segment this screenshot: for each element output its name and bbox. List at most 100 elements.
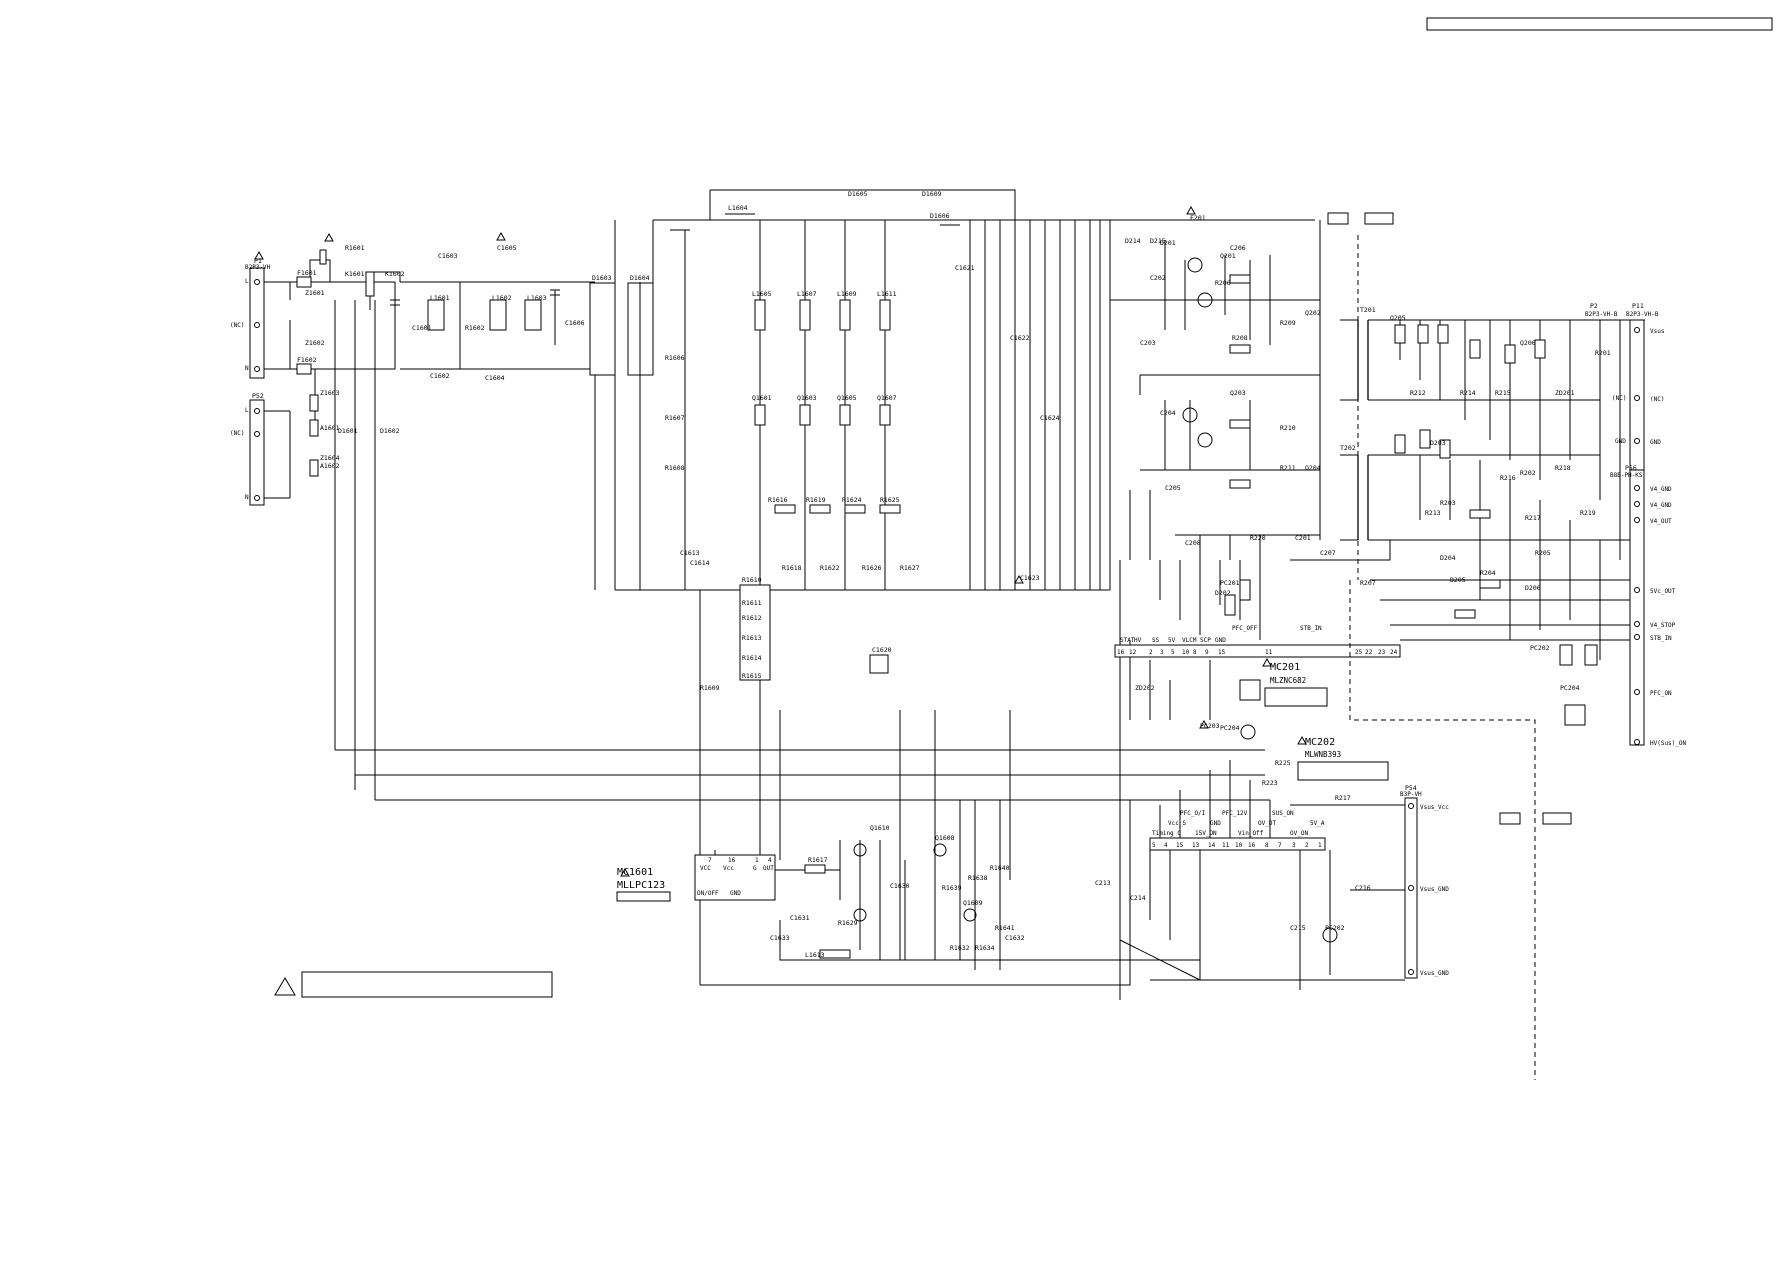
component-ref-label: R1634 (975, 944, 995, 952)
mc201-name: MC201 (1270, 662, 1300, 673)
pfc-column-labels: L1605 L1607 L1609 L1611 Q1601 Q1603 Q160… (665, 264, 1060, 692)
component-ref-label: Vcc_S (1168, 820, 1186, 827)
component-ref-label: R217 (1335, 794, 1351, 802)
component-ref-label: R209 (1280, 319, 1296, 327)
component-ref-label: C1621 (955, 264, 975, 272)
component-ref-label: Q1608 (935, 834, 955, 842)
component-ref-label: Vcc (723, 865, 734, 872)
component-ref-label: C1605 (497, 244, 517, 252)
component-ref-label: R201 (1595, 349, 1611, 357)
component-ref-label: D203 (1430, 439, 1446, 447)
p52-pin-n: N (245, 494, 249, 501)
component-ref-label: D1605 (848, 190, 868, 198)
component-ref-label: R1608 (665, 464, 685, 472)
component-ref-label: C1620 (872, 646, 892, 654)
pin-v4-stop: V4_STOP (1650, 622, 1676, 629)
component-ref-label: R212 (1410, 389, 1426, 397)
p2-pin-nc: (NC) (1612, 395, 1626, 402)
component-ref-label: A1602 (320, 462, 340, 470)
component-ref-label: 22 (1365, 649, 1373, 656)
component-ref-label: 13 (1192, 842, 1200, 849)
right-pin-labels: Vsus (NC) GND V4_GND V4_GND V4_OUT 5Vc_O… (1650, 328, 1687, 747)
component-ref-label: R1617 (808, 856, 828, 864)
connector-p2-p11: P2 B2P3-VH-B P11 B2P3-VH-B (NC) GND (1585, 302, 1659, 471)
top-bus-labels: L1604 D1605 D1609 D1606 F201 D214 D215 (728, 190, 1206, 245)
component-ref-label: 7 (1278, 842, 1282, 849)
p2-pin-gnd: GND (1615, 438, 1626, 445)
component-ref-label: R1602 (465, 324, 485, 332)
component-ref-label: C1606 (565, 319, 585, 327)
component-ref-label: 10 (1182, 649, 1190, 656)
p52-pin-l: L (245, 407, 249, 414)
component-ref-label: R1638 (968, 874, 988, 882)
component-ref-label: C214 (1130, 894, 1146, 902)
pin-gnd: GND (1650, 439, 1661, 446)
component-ref-label: C208 (1185, 539, 1201, 547)
component-ref-label: Q203 (1230, 389, 1246, 397)
label-box-3 (1499, 812, 1521, 825)
component-ref-label: Z1602 (305, 339, 325, 347)
component-ref-label: R1640 (990, 864, 1010, 872)
input-component-symbols (296, 249, 654, 590)
component-ref-label: L1603 (527, 294, 547, 302)
component-ref-label: C1601 (412, 324, 432, 332)
component-ref-label: R208 (1232, 334, 1248, 342)
component-ref-label: 2 (1149, 649, 1153, 656)
component-ref-label: Q1603 (797, 394, 817, 402)
component-ref-label: R1619 (806, 496, 826, 504)
warning-triangle-icon (1199, 719, 1209, 729)
component-ref-label: R1610 (742, 576, 762, 584)
component-ref-label: R1606 (665, 354, 685, 362)
mc202-area-labels: C213 C214 C215 C216 R217 R225 R223 PC202… (1095, 724, 1371, 943)
component-ref-label: ZD202 (1135, 684, 1155, 692)
component-ref-label: D1603 (592, 274, 612, 282)
pin-v4-gnd-1: V4_GND (1650, 486, 1672, 493)
mc1601-part: MLLPC123 (617, 880, 665, 891)
header-title-box (1426, 17, 1773, 31)
component-ref-label: F201 (1190, 214, 1206, 222)
component-ref-label: R215 (1495, 389, 1511, 397)
mc201-label-box (1264, 687, 1328, 707)
mc202-label-box (1297, 761, 1389, 781)
mc202-ic: 5 4 15 13 14 11 10 16 8 7 3 2 1 Timing C… (1149, 737, 1389, 851)
component-ref-label: C201 (1295, 534, 1311, 542)
component-ref-label: Q1607 (877, 394, 897, 402)
component-ref-label: P56 (1625, 464, 1637, 472)
component-ref-label: L1609 (837, 290, 857, 298)
isolation-boundary-line-lower (1349, 580, 1536, 1080)
component-ref-label: L1604 (728, 204, 748, 212)
warning-markers (254, 205, 1307, 877)
component-ref-label: L1613 (805, 951, 825, 959)
component-ref-label: R220 (1250, 534, 1266, 542)
warning-triangle-icon (274, 977, 296, 996)
component-ref-label: R218 (1555, 464, 1571, 472)
warning-triangle-icon (1297, 735, 1307, 745)
component-ref-label: 5 (1152, 842, 1156, 849)
component-ref-label: PC202 (1530, 644, 1550, 652)
component-ref-label: C207 (1320, 549, 1336, 557)
label-box-4 (1542, 812, 1572, 825)
mc1601-label-box (616, 891, 671, 902)
component-ref-label: 15V_ON (1195, 830, 1217, 837)
component-ref-label: VCC (700, 865, 711, 872)
component-ref-label: R204 (1480, 569, 1496, 577)
component-ref-label: D1604 (630, 274, 650, 282)
component-ref-label: OUT (763, 865, 774, 872)
component-ref-label: 11 (1265, 649, 1273, 656)
component-ref-label: 9 (1205, 649, 1209, 656)
component-ref-label: 15 (1218, 649, 1226, 656)
mc201-part: MLZNC682 (1270, 676, 1306, 685)
pin-v4-gnd-2: V4_GND (1650, 502, 1672, 509)
component-ref-label: R1641 (995, 924, 1015, 932)
component-ref-label: K1602 (385, 270, 405, 278)
component-ref-label: B2P3-VH-B (1626, 311, 1659, 318)
component-ref-label: Q201 (1220, 252, 1236, 260)
component-ref-label: R1615 (742, 672, 762, 680)
component-ref-label: SUS_ON (1272, 810, 1294, 817)
component-ref-label: R206 (1215, 279, 1231, 287)
p54-pin-vsus-gnd-1: Vsus_GND (1420, 886, 1449, 893)
component-ref-label: F1602 (297, 356, 317, 364)
component-ref-label: R216 (1500, 474, 1516, 482)
mc201-ic: 16 12 2 3 5 10 8 9 15 11 25 22 23 24 STA… (1114, 625, 1401, 707)
component-ref-label: PFC_OFF (1232, 625, 1258, 632)
